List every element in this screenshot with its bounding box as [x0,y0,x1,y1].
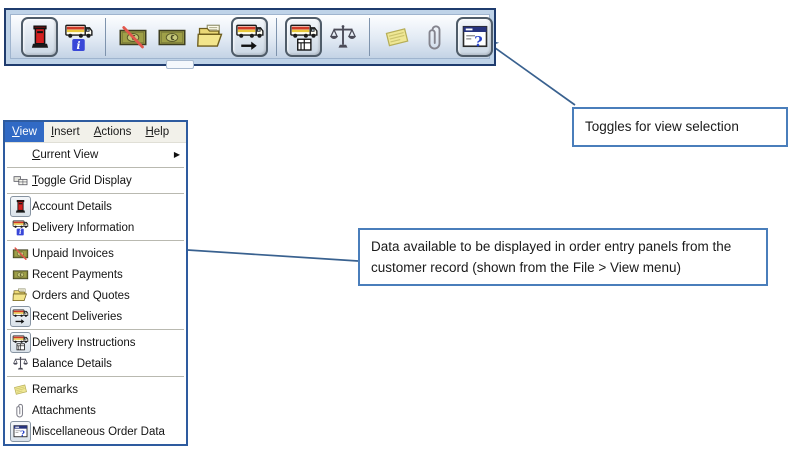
toolbar-button-remarks[interactable] [378,17,415,57]
menu-item-label: Unpaid Invoices [32,247,114,260]
toggled-icon-frame [9,196,31,217]
menu-item-label: Remarks [32,383,79,396]
truck-grid-icon [289,22,319,52]
menu-separator [7,376,184,377]
menu-separator [7,240,184,241]
toolbar-separator [276,17,277,56]
truck-right-arrow-icon [8,306,32,327]
menu-item-attachments[interactable]: Attachments [5,400,186,421]
banknote-icon [8,266,32,283]
sticky-note-icon [8,381,32,398]
paperclip-icon [8,402,32,419]
open-folder-icon [8,287,32,304]
pillar-box-icon [25,22,55,52]
truck-info-badge-icon: i [64,22,94,52]
toolbar-button-delivery-instructions[interactable] [285,16,322,57]
menu-item-account-details[interactable]: Account Details [5,196,186,217]
menu-item-label: Miscellaneous Order Data [32,425,165,438]
arrow-to-menu [169,243,359,262]
menu-item-balance-details[interactable]: Balance Details [5,353,186,374]
grid-display-icon [8,172,32,189]
menu-item-label: Toggle Grid Display [32,174,132,187]
toolbar-button-recent-payments[interactable] [153,17,190,57]
pillar-box-icon [8,196,32,217]
callout-menu-note: Data available to be displayed in order … [358,228,768,286]
toolbar-button-balance-details[interactable] [324,17,361,57]
window-question-icon: ? [460,22,490,52]
toggled-icon-frame [9,332,31,353]
menu-item-delivery-information[interactable]: i Delivery Information [5,217,186,238]
toolbar-button-orders-and-quotes[interactable] [192,17,229,57]
svg-text:i: i [19,229,22,236]
toolbar-button-recent-deliveries[interactable] [231,16,268,57]
window-question-icon: ? [8,421,32,442]
balance-scale-icon [8,355,32,372]
menu-separator [7,193,184,194]
open-folder-icon [196,22,226,52]
menu-item-remarks[interactable]: Remarks [5,379,186,400]
menu-item-label: Balance Details [32,357,112,370]
arrow-to-toolbar [481,38,576,106]
toolbar-button-account-details[interactable] [21,16,58,57]
menu-item-recent-deliveries[interactable]: Recent Deliveries [5,306,186,327]
svg-text:i: i [76,38,80,51]
view-toolbar: i? [4,8,496,69]
toolbar-button-delivery-information[interactable]: i [60,17,97,57]
toolbar-button-unpaid-invoices[interactable] [114,17,151,57]
submenu-arrow-icon: ▶ [173,150,180,159]
truck-grid-icon [8,332,32,353]
menu-item-label: Delivery Information [32,221,135,234]
sticky-note-icon [382,22,412,52]
menu-item-label: Delivery Instructions [32,336,136,349]
toolbar-strip: i? [10,14,493,59]
menu-item-toggle-grid-display[interactable]: Toggle Grid Display [5,170,186,191]
menu-item-label: Orders and Quotes [32,289,130,302]
toggled-icon-frame: ? [9,421,31,442]
menu-item-label: Account Details [32,200,112,213]
banknote-crossed-icon [118,22,148,52]
svg-text:?: ? [474,34,482,50]
banknote-crossed-icon [8,245,32,262]
menu-item-delivery-instructions[interactable]: Delivery Instructions [5,332,186,353]
menu-item-unpaid-invoices[interactable]: Unpaid Invoices [5,243,186,264]
menu-separator [7,167,184,168]
truck-right-arrow-icon [235,22,265,52]
toolbar-button-attachments[interactable] [417,17,454,57]
menu-item-recent-payments[interactable]: Recent Payments [5,264,186,285]
menu-item-label: Attachments [32,404,96,417]
toggled-icon-frame [9,306,31,327]
banknote-icon [157,22,187,52]
toolbar-button-miscellaneous-order-data[interactable]: ? [456,16,493,57]
menu-item-miscellaneous-order-data[interactable]: ? Miscellaneous Order Data [5,421,186,442]
menu-item-label: Recent Payments [32,268,123,281]
menu-item-current-view[interactable]: Current View ▶ [5,144,186,165]
callout-toolbar-note: Toggles for view selection [572,107,788,147]
paperclip-icon [421,22,451,52]
balance-scale-icon [328,22,358,52]
menu-separator [7,329,184,330]
toolbar-grip-handle[interactable] [166,60,194,69]
menu-item-label: Recent Deliveries [32,310,123,323]
menu-item-orders-and-quotes[interactable]: Orders and Quotes [5,285,186,306]
toolbar-separator [105,17,106,56]
truck-info-badge-icon: i [8,219,32,236]
svg-text:?: ? [20,429,25,439]
toolbar-separator [369,17,370,56]
menu-item-label: Current View [32,148,99,161]
